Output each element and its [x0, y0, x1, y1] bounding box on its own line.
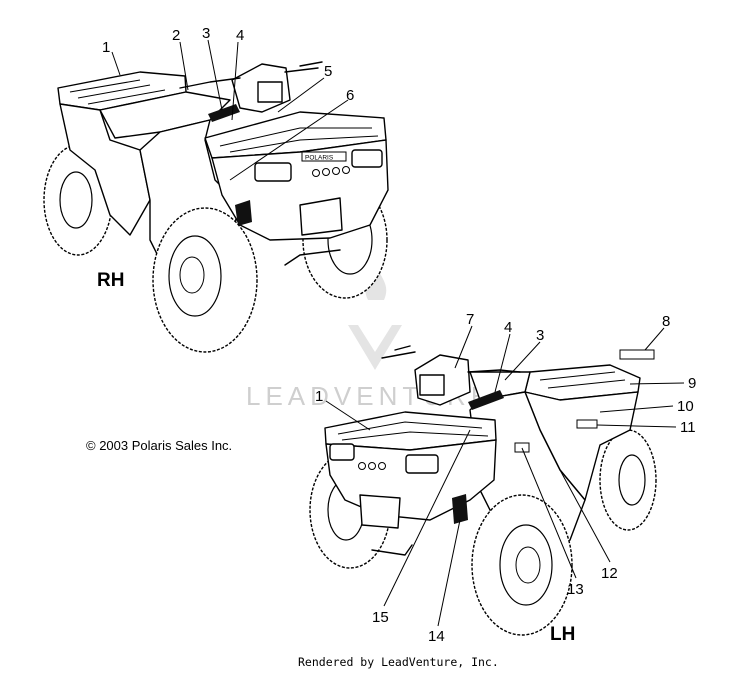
callout-lh-8: 8 — [662, 313, 670, 330]
callout-rh-6: 6 — [346, 87, 354, 104]
callout-rh-5: 5 — [324, 63, 332, 80]
footer-credit: Rendered by LeadVenture, Inc. — [298, 655, 499, 669]
atv-rh-view: POLARIS — [43, 61, 389, 353]
callout-rh-1: 1 — [102, 39, 110, 56]
lh-leader-lines — [325, 325, 685, 627]
atv-lh-view — [309, 345, 657, 636]
watermark-logo-icon — [348, 262, 402, 370]
rh-coil-decal — [208, 104, 240, 122]
lh-speedometer — [419, 374, 445, 396]
callout-lh-9: 9 — [688, 375, 696, 392]
callout-lh-7: 7 — [466, 311, 474, 328]
lh-decal-8 — [619, 349, 655, 360]
lh-rear-far-wheel — [599, 429, 657, 531]
lh-rear-near-wheel — [471, 494, 573, 636]
rh-leader-lines — [111, 39, 349, 181]
callout-lh-4: 4 — [504, 319, 512, 336]
rh-brand-badge — [301, 151, 347, 162]
callout-lh-1: 1 — [315, 388, 323, 405]
rh-speedometer — [257, 81, 283, 103]
rh-handlebar — [179, 61, 323, 89]
rh-brand-badge-text: POLARIS — [305, 155, 334, 162]
rh-callouts: 1 2 3 4 5 6 — [102, 25, 354, 104]
callout-lh-3: 3 — [536, 327, 544, 344]
lh-headlight-left — [329, 443, 355, 461]
rh-rear-fender — [59, 103, 151, 236]
copyright-notice: © 2003 Polaris Sales Inc. — [86, 438, 232, 453]
rh-headlight-right — [351, 149, 383, 168]
callout-lh-12: 12 — [601, 565, 618, 582]
lh-side-label: LH — [550, 624, 575, 645]
callout-rh-2: 2 — [172, 27, 180, 44]
callout-rh-3: 3 — [202, 25, 210, 42]
callout-lh-15: 15 — [372, 609, 389, 626]
lh-headlight-right — [405, 454, 439, 474]
lh-decal-13 — [514, 442, 530, 453]
callout-lh-11: 11 — [680, 419, 696, 436]
callout-lh-14: 14 — [428, 628, 445, 645]
callout-rh-4: 4 — [236, 27, 244, 44]
rh-headlight-left — [254, 162, 292, 182]
rh-front-near-wheel — [152, 207, 258, 353]
lh-coil-decal — [468, 390, 504, 410]
rh-side-label: RH — [97, 270, 124, 291]
callout-lh-10: 10 — [677, 398, 694, 415]
callout-lh-13: 13 — [567, 581, 584, 598]
lh-callouts: 7 4 3 8 9 10 11 1 12 13 14 15 — [315, 311, 696, 645]
lh-decal-11 — [576, 419, 598, 429]
